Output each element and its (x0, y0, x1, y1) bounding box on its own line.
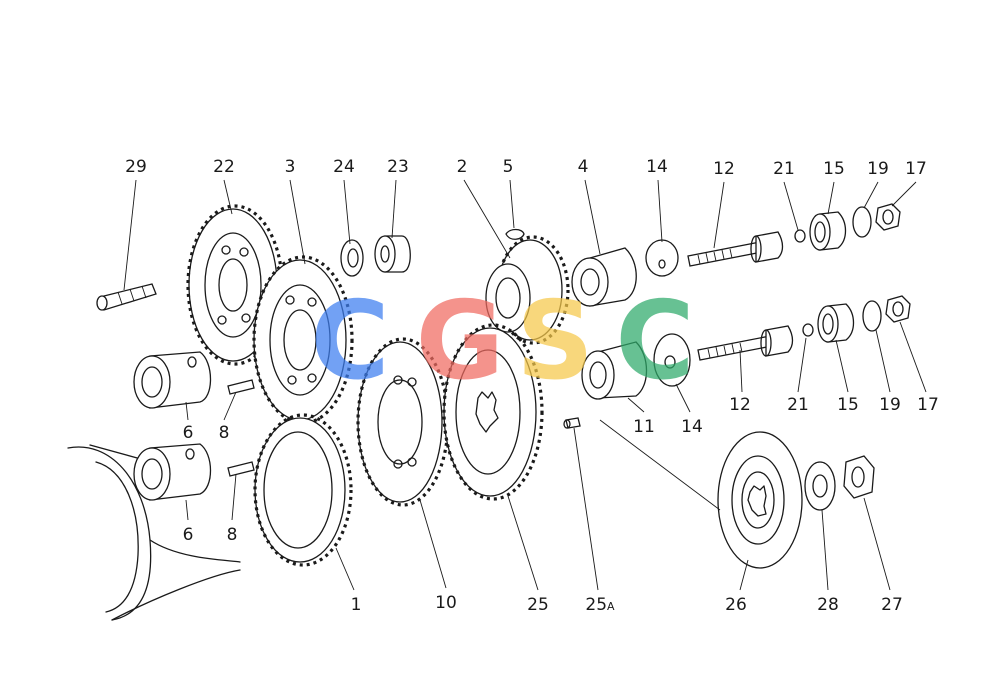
watermark-letter-2: G (416, 279, 505, 404)
label-15-upper: 15 (823, 159, 845, 179)
label-8-lower: 8 (227, 525, 238, 545)
part-11-sleeve (581, 341, 648, 400)
label-8-upper: 8 (219, 423, 230, 443)
label-24: 24 (333, 157, 355, 177)
watermark-letter-4: C (615, 279, 694, 404)
label-19-lower: 19 (879, 395, 901, 415)
cgsc-watermark: C G S C (310, 279, 694, 404)
leader-lines (123, 179, 927, 591)
label-6-lower: 6 (183, 525, 194, 545)
label-22: 22 (213, 157, 235, 177)
assembly-axis-line (599, 419, 721, 511)
label-5: 5 (503, 157, 514, 177)
label-12-upper: 12 (713, 159, 735, 179)
label-14-upper: 14 (646, 157, 668, 177)
part-6-bushing-upper (133, 351, 212, 409)
part-25-gear (442, 323, 544, 501)
part-29-pin (96, 283, 157, 311)
part-2-gear (485, 235, 570, 345)
label-25: 25 (527, 595, 549, 615)
part-23-bushing (374, 235, 411, 273)
label-2: 2 (457, 157, 468, 177)
part-8-key-upper (227, 379, 255, 395)
label-23: 23 (387, 157, 409, 177)
part-21-ring-upper (794, 229, 806, 243)
part-15-collar-lower (817, 303, 855, 343)
label-17-lower: 17 (917, 395, 939, 415)
label-25a-suffix: A (607, 600, 615, 613)
part-5-key (505, 228, 525, 240)
part-17-nut-upper (875, 203, 901, 231)
part-19-ring-lower (862, 300, 882, 332)
label-10: 10 (435, 593, 457, 613)
part-4-sleeve (571, 247, 637, 307)
part-12-bolt-upper (687, 231, 784, 267)
part-6-bushing-lower (133, 443, 212, 501)
label-19-upper: 19 (867, 159, 889, 179)
part-28-washer (804, 461, 836, 511)
label-26: 26 (725, 595, 747, 615)
label-25a-number: 25 (585, 595, 607, 615)
label-4: 4 (578, 157, 589, 177)
label-28: 28 (817, 595, 839, 615)
label-27: 27 (881, 595, 903, 615)
label-21-upper: 21 (773, 159, 795, 179)
part-12-bolt-lower (697, 325, 794, 361)
part-8-key-lower (227, 461, 255, 477)
part-24-washer (340, 239, 364, 277)
label-11: 11 (633, 417, 655, 437)
label-17-upper: 17 (905, 159, 927, 179)
part-21-ring-lower (802, 323, 814, 337)
label-15-lower: 15 (837, 395, 859, 415)
part-15-collar-upper (809, 211, 847, 251)
part-1-ring-gear (253, 413, 353, 567)
label-29: 29 (125, 157, 147, 177)
part-labels: 29 22 3 24 23 2 5 4 14 12 21 15 19 17 12… (125, 157, 939, 615)
part-17-nut-lower (885, 295, 911, 323)
label-14-lower: 14 (681, 417, 703, 437)
label-1: 1 (351, 595, 362, 615)
part-14-washer-lower (653, 333, 691, 387)
watermark-letter-1: C (310, 279, 389, 404)
watermark-letter-3: S (516, 279, 594, 404)
part-27-nut (843, 455, 875, 499)
part-25a-pin (563, 417, 581, 429)
label-21-lower: 21 (787, 395, 809, 415)
label-25a: 25A (585, 595, 615, 615)
part-14-washer-upper (645, 239, 679, 277)
label-3: 3 (285, 157, 296, 177)
part-19-ring-upper (852, 206, 872, 238)
label-12-lower: 12 (729, 395, 751, 415)
label-6-upper: 6 (183, 423, 194, 443)
part-26-plate (717, 431, 803, 569)
